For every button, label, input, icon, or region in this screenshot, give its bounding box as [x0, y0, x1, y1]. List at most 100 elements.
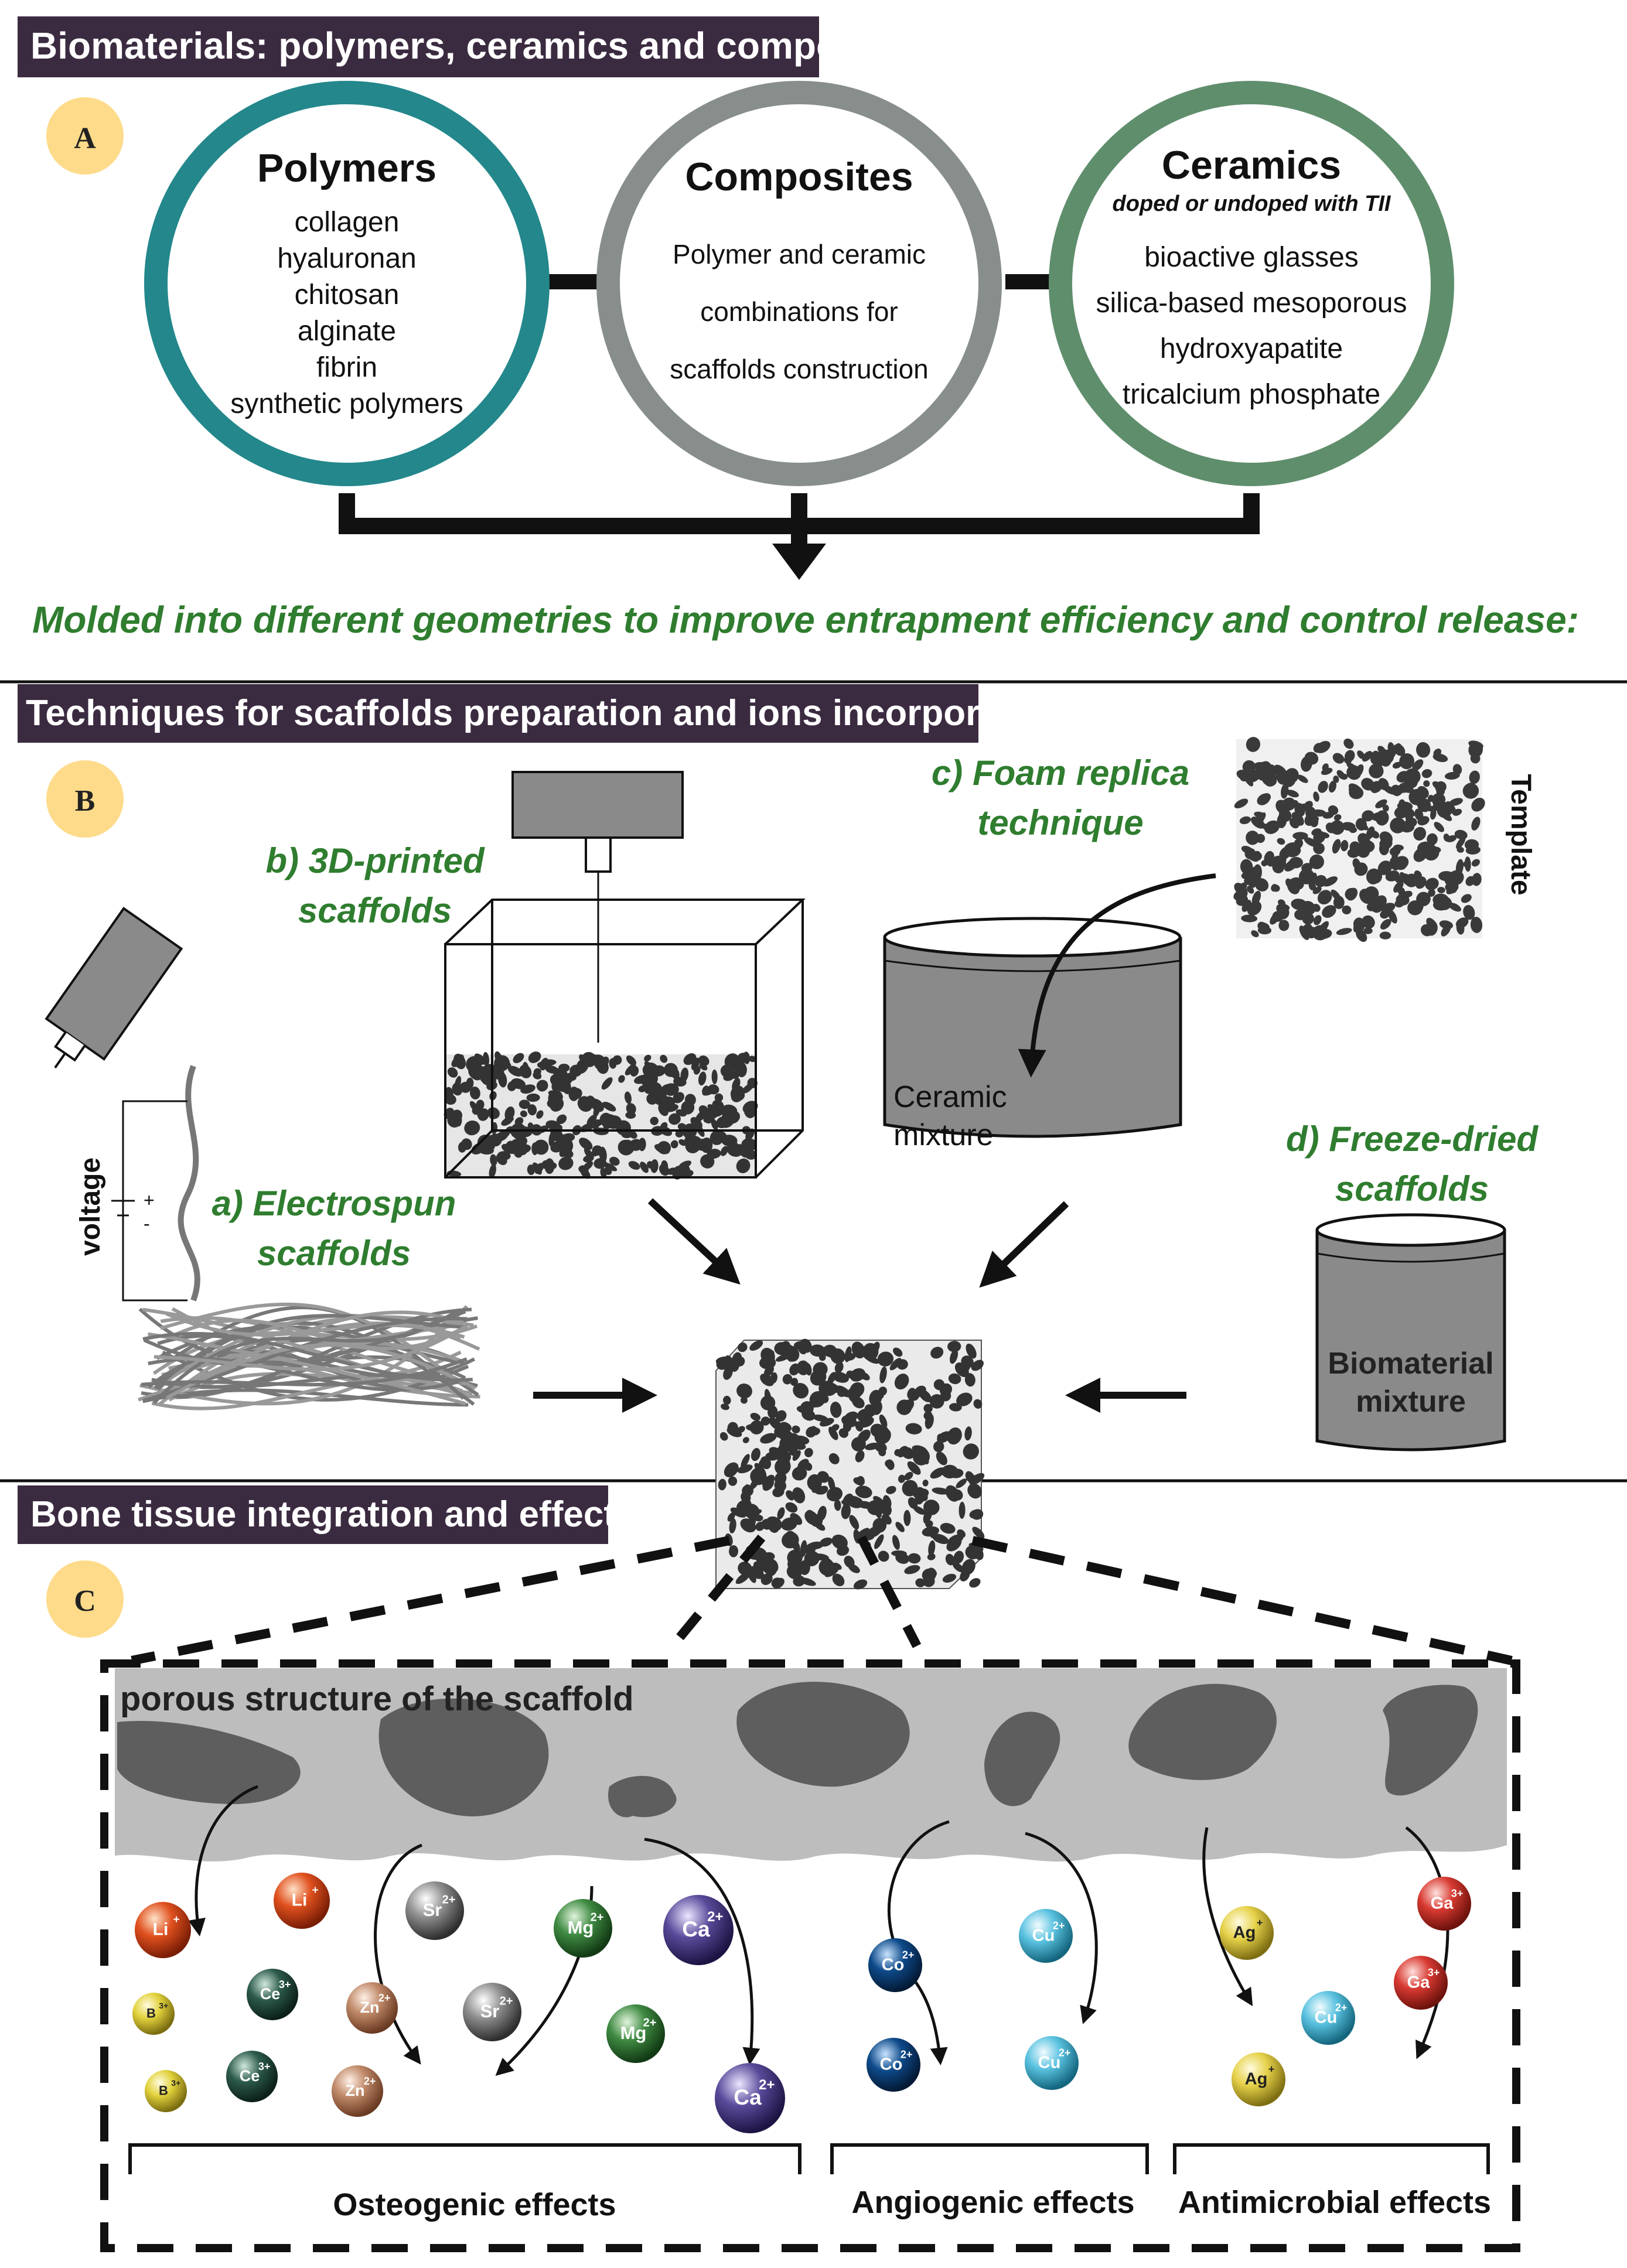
print-pore-226	[618, 1075, 625, 1083]
central-pore-65	[956, 1392, 973, 1406]
central-pore-58	[799, 1577, 816, 1586]
central-pore-131	[922, 1479, 929, 1487]
central-pore-23	[877, 1351, 894, 1367]
template-pore-291	[1377, 746, 1386, 755]
print-pore-260	[490, 1154, 497, 1166]
ion-label: Ga	[1407, 1973, 1431, 1992]
ceramics-item-0: bioactive glasses	[1144, 242, 1359, 273]
template-pore-36	[1333, 814, 1342, 821]
central-pore-78	[930, 1467, 946, 1479]
central-pore-235	[819, 1537, 833, 1547]
print-pore-251	[646, 1093, 658, 1105]
central-pore-238	[864, 1354, 879, 1364]
template-pore-15	[1286, 790, 1299, 798]
central-pore-367	[922, 1568, 936, 1582]
central-pore-222	[775, 1410, 787, 1422]
central-pore-359	[782, 1532, 799, 1549]
central-pore-358	[777, 1507, 785, 1519]
central-pore-291	[760, 1433, 777, 1444]
ion-label: Ag	[1245, 2069, 1268, 2088]
template-pore-279	[1349, 765, 1359, 776]
print-pore-49	[526, 1093, 540, 1102]
composites-line-0: Polymer and ceramic	[673, 239, 926, 269]
print-pore-291	[732, 1078, 741, 1092]
molded-caption: Molded into different geometries to impr…	[32, 599, 1579, 641]
antimicrobial-bracket	[1173, 2143, 1490, 2174]
print-pore-247	[517, 1147, 527, 1156]
print-pore-258	[625, 1111, 636, 1119]
central-pore-228	[948, 1534, 964, 1544]
central-pore-362	[831, 1424, 840, 1432]
ion-co-15: Co2+	[867, 2038, 920, 2092]
fiber-34	[165, 1312, 465, 1339]
polymers-item-1: hyaluronan	[277, 243, 417, 274]
central-pore-278	[762, 1478, 775, 1491]
print-pore-168	[466, 1077, 474, 1089]
template-pore-335	[1272, 861, 1285, 873]
central-pore-330	[723, 1366, 733, 1380]
polymers-title: Polymers	[257, 146, 436, 190]
central-pore-375	[759, 1356, 776, 1369]
central-pore-282	[871, 1341, 880, 1354]
template-pore-239	[1416, 742, 1431, 758]
central-pore-377	[788, 1352, 799, 1362]
print-pore-275	[550, 1162, 557, 1169]
template-pore-64	[1336, 928, 1352, 935]
template-pore-344	[1471, 859, 1480, 867]
central-pore-303	[841, 1504, 851, 1519]
central-pore-39	[963, 1443, 979, 1460]
print-pore-306	[727, 1147, 742, 1157]
ion-sphere	[868, 1938, 922, 1992]
central-pore-361	[768, 1522, 779, 1533]
template-pore-281	[1305, 757, 1314, 765]
ion-sphere	[226, 2051, 278, 2102]
ion-ga-21: Ga3+	[1417, 1877, 1471, 1931]
print-pore-244	[520, 1084, 535, 1094]
central-pore-276	[718, 1478, 726, 1491]
central-pore-150	[896, 1359, 908, 1370]
template-pore-59	[1277, 838, 1285, 845]
template-pore-299	[1396, 743, 1403, 753]
ion-sphere	[346, 1982, 398, 2034]
template-pore-61	[1241, 914, 1258, 923]
badge-c	[46, 1560, 124, 1638]
print-pore-309	[603, 1162, 618, 1171]
polymer-jet	[178, 1065, 200, 1302]
central-pore-79	[742, 1437, 749, 1443]
central-pore-120	[790, 1378, 799, 1386]
central-pore-175	[810, 1514, 823, 1527]
print-pore-253	[654, 1144, 670, 1155]
foam-label-1: c) Foam replica	[932, 753, 1189, 793]
template-pore-356	[1445, 801, 1457, 814]
template-pore-282	[1278, 899, 1286, 907]
print-pore-110	[464, 1120, 480, 1136]
ion-ag-18: Ag+	[1220, 1906, 1274, 1960]
central-pore-163	[747, 1517, 756, 1526]
central-pore-37	[947, 1427, 962, 1445]
print-pore-223	[507, 1081, 517, 1091]
template-dip-arrow	[1018, 873, 1216, 1078]
template-pore-357	[1448, 870, 1464, 886]
central-pore-269	[964, 1426, 972, 1441]
zoom-line-inner-left	[664, 1534, 766, 1655]
print-pore-268	[628, 1161, 640, 1170]
print-pore-45	[519, 1099, 530, 1109]
central-pore-379	[969, 1578, 981, 1588]
central-pore-336	[855, 1450, 865, 1463]
template-pore-307	[1292, 832, 1308, 840]
ion-label: Sr	[423, 1900, 442, 1920]
ion-zn-6: Zn2+	[346, 1982, 398, 2034]
zoom-line-left	[131, 1536, 731, 1665]
band-pore-6	[1383, 1685, 1478, 1796]
central-pore-267	[749, 1340, 763, 1351]
central-pore-283	[966, 1343, 977, 1359]
print-pore-242	[569, 1088, 582, 1099]
fiber-mesh	[138, 1302, 480, 1410]
printer-nozzle	[585, 836, 612, 873]
ion-cu-16: Cu2+	[1019, 1909, 1073, 1963]
template-pore-91	[1328, 780, 1337, 793]
print-pore-292	[455, 1114, 462, 1127]
central-pore-245	[782, 1374, 793, 1385]
print-pore-256	[547, 1098, 559, 1108]
